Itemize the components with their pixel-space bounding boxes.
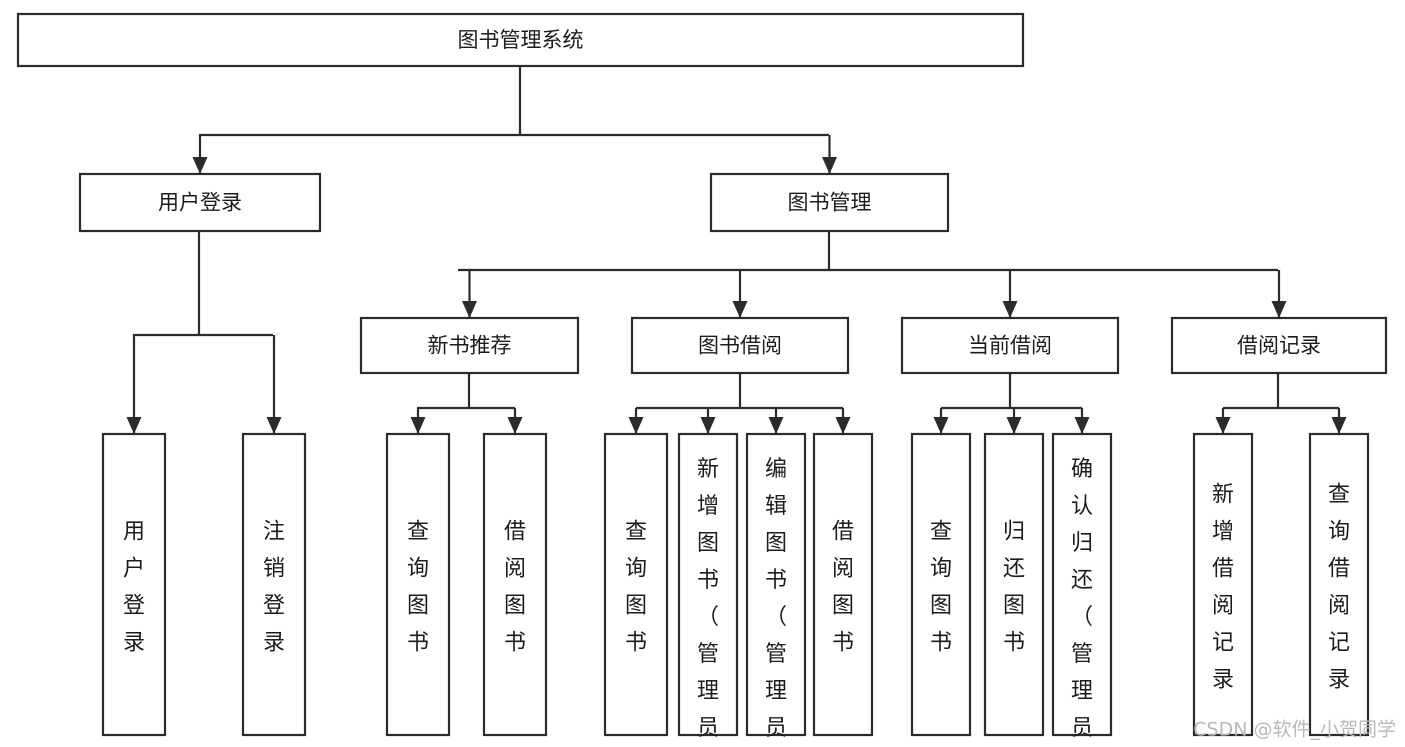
leaf-current-borrow-1[interactable]: 归还图书 [983,432,1045,737]
leaf-current-borrow-2-box[interactable] [1051,432,1113,737]
leaf-book-borrow-1[interactable]: 新增图书（管理员） [677,432,739,747]
node-level3-0-box[interactable] [359,316,580,375]
borrow-leaves-arrowhead-2 [768,417,784,434]
leaf-book-borrow-0-box[interactable] [603,432,669,737]
recommend-leaves-arrowhead-1 [507,417,523,434]
csdn-watermark: CSDN @软件_小贺同学 [1193,719,1396,741]
node-level2-0-box[interactable] [78,172,322,233]
node-level2-1[interactable]: 图书管理 [709,172,950,233]
leaf-book-borrow-0[interactable]: 查询图书 [603,432,669,737]
node-level3-3-label: 借阅记录 [1237,334,1321,358]
leaf-book-borrow-3-box[interactable] [812,432,874,737]
leaf-borrow-record-1[interactable]: 查询借阅记录 [1308,432,1370,737]
node-level2-0-label: 用户登录 [158,191,242,215]
leaf-book-borrow-2[interactable]: 编辑图书（管理员） [745,432,807,747]
leaf-user-login-1-box[interactable] [241,432,307,737]
user-login-leaves-arrowhead-1 [266,417,282,434]
user-login-leaves-arrowhead-0 [126,417,142,434]
borrow-leaves-arrowhead-1 [700,417,716,434]
node-level3-2-label: 当前借阅 [968,334,1052,358]
books-to-level3-arrowhead-0 [462,301,477,318]
node-level2-0[interactable]: 用户登录 [78,172,322,233]
leaf-current-borrow-0-label: 查询图书 [930,519,952,655]
books-to-level3-arrowhead-2 [1002,301,1018,318]
node-level3-2[interactable]: 当前借阅 [900,316,1120,375]
leaf-new-book-recommend-0-label: 查询图书 [407,519,429,655]
current-leaves-arrowhead-1 [1006,417,1022,434]
record-leaves-arrowhead-1 [1331,417,1347,434]
node-level3-0[interactable]: 新书推荐 [359,316,580,375]
node-level2-1-box[interactable] [709,172,950,233]
leaf-current-borrow-0[interactable]: 查询图书 [910,432,972,737]
leaf-user-login-0[interactable]: 用户登录 [101,432,167,737]
leaf-current-borrow-2-label: 确认归还（管理员） [1071,457,1093,747]
leaf-user-login-0-box[interactable] [101,432,167,737]
leaf-new-book-recommend-1-label: 借阅图书 [504,519,526,655]
leaf-user-login-0-label: 用户登录 [123,519,145,655]
leaf-borrow-record-1-box[interactable] [1308,432,1370,737]
leaf-borrow-record-0[interactable]: 新增借阅记录 [1192,432,1254,737]
leaf-new-book-recommend-1-box[interactable] [482,432,548,737]
node-level3-2-box[interactable] [900,316,1120,375]
node-level3-1[interactable]: 图书借阅 [630,316,850,375]
leaf-borrow-record-1-label: 查询借阅记录 [1328,482,1350,692]
books-to-level3-arrowhead-1 [732,301,748,318]
connectors-layer [126,66,1347,434]
leaf-new-book-recommend-0-box[interactable] [385,432,451,737]
leaf-book-borrow-1-box[interactable] [677,432,739,737]
node-level2-1-label: 图书管理 [788,191,872,215]
root-to-level2-arrowhead-0 [192,157,208,174]
leaf-new-book-recommend-0[interactable]: 查询图书 [385,432,451,737]
borrow-leaves-arrowhead-0 [628,417,644,434]
node-root-book-management-system-box[interactable] [16,12,1025,68]
leaf-user-login-1[interactable]: 注销登录 [241,432,307,737]
node-level3-1-box[interactable] [630,316,850,375]
leaf-book-borrow-2-label: 编辑图书（管理员） [765,457,787,747]
leaf-borrow-record-0-box[interactable] [1192,432,1254,737]
leaf-current-borrow-2[interactable]: 确认归还（管理员） [1051,432,1113,747]
leaf-book-borrow-2-box[interactable] [745,432,807,737]
books-to-level3-arrowhead-3 [1271,301,1287,318]
current-leaves-arrowhead-0 [933,417,949,434]
leaf-current-borrow-1-label: 归还图书 [1003,519,1025,655]
leaf-book-borrow-3[interactable]: 借阅图书 [812,432,874,737]
leaf-new-book-recommend-1[interactable]: 借阅图书 [482,432,548,737]
record-leaves-arrowhead-0 [1215,417,1231,434]
leaf-book-borrow-3-label: 借阅图书 [832,519,854,655]
leaf-current-borrow-1-box[interactable] [983,432,1045,737]
node-level3-3[interactable]: 借阅记录 [1170,316,1388,375]
node-level3-3-box[interactable] [1170,316,1388,375]
leaf-current-borrow-0-box[interactable] [910,432,972,737]
node-root-book-management-system-label: 图书管理系统 [458,28,584,52]
leaf-book-borrow-1-label: 新增图书（管理员） [697,457,719,747]
leaf-borrow-record-0-label: 新增借阅记录 [1212,482,1234,692]
node-level3-1-label: 图书借阅 [698,334,782,358]
current-leaves-arrowhead-2 [1074,417,1090,434]
nodes-layer: 图书管理系统用户登录图书管理新书推荐图书借阅当前借阅借阅记录用户登录注销登录查询… [16,12,1388,747]
node-root-book-management-system[interactable]: 图书管理系统 [16,12,1025,68]
borrow-leaves-arrowhead-3 [835,417,851,434]
leaf-book-borrow-0-label: 查询图书 [625,519,647,655]
root-to-level2-arrowhead-1 [822,157,837,174]
leaf-user-login-1-label: 注销登录 [263,519,285,655]
recommend-leaves-arrowhead-0 [410,417,426,434]
node-level3-0-label: 新书推荐 [428,334,512,358]
